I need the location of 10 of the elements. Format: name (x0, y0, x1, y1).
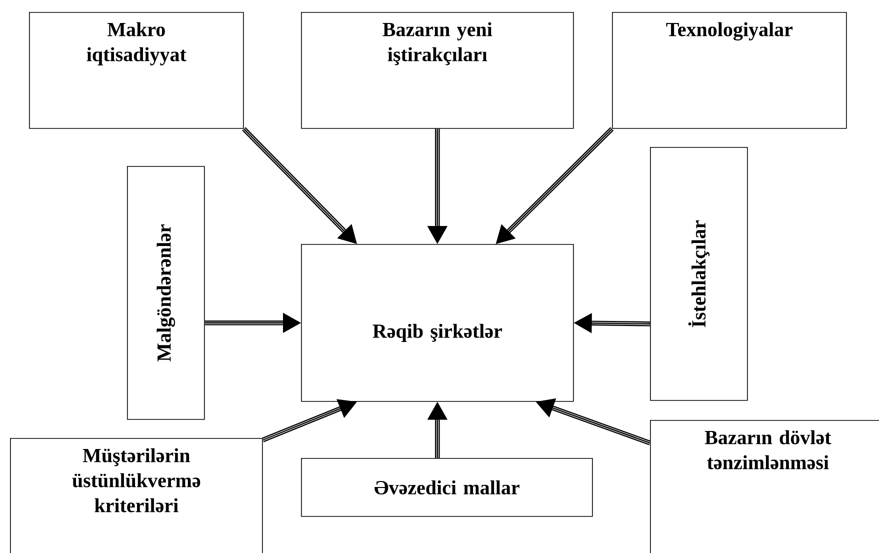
text-box: Texnologiyalar (612, 12, 847, 129)
text-box: Bazarın dövlət tənzimlənməsi (650, 420, 879, 553)
text-box: Müştərilərin üstünlükvermə kriteriləri (10, 438, 263, 553)
text-box: Əvəzedici mallar (301, 458, 593, 517)
text-box: Bazarın yeni iştirakçıları (301, 12, 574, 129)
text-box: Makro iqtisadiyyat (29, 12, 244, 129)
arrow (242, 127, 357, 244)
text-box: Rəqib şirkətlər (301, 244, 574, 402)
text-box: Malgöndərənlər (127, 166, 205, 420)
text-box: İstehlakçılar (650, 147, 748, 401)
